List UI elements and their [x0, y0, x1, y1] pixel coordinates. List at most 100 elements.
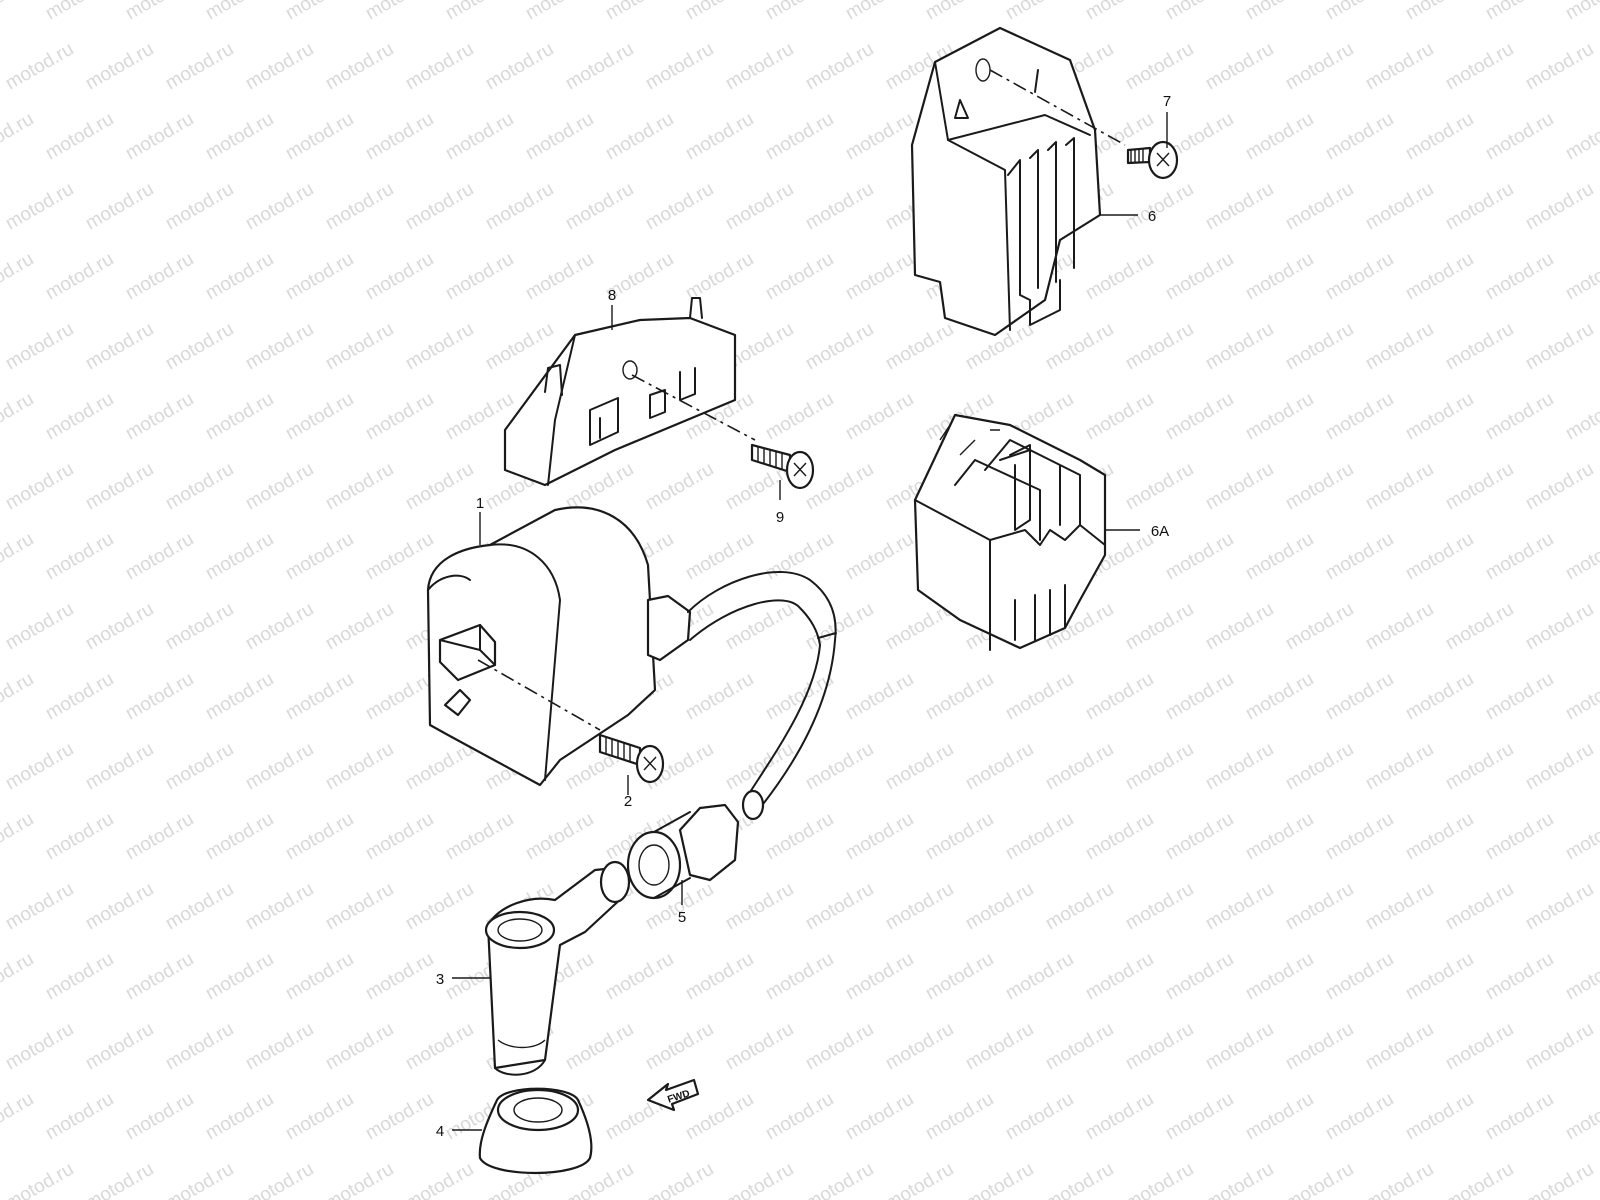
- watermark-text: motod.ru: [1122, 319, 1197, 375]
- watermark-text: motod.ru: [442, 0, 517, 24]
- ignition-coil-part-1: [426, 506, 837, 821]
- watermark-text: motod.ru: [1002, 669, 1077, 725]
- watermark-text: motod.ru: [922, 809, 997, 865]
- watermark-text: motod.ru: [1202, 1019, 1277, 1075]
- watermark-text: motod.ru: [82, 319, 157, 375]
- watermark-text: motod.ru: [682, 669, 757, 725]
- watermark-text: motod.ru: [722, 1159, 797, 1200]
- watermark-text: motod.ru: [1082, 249, 1157, 305]
- watermark-text: motod.ru: [322, 879, 397, 935]
- watermark-text: motod.ru: [562, 179, 637, 235]
- watermark-text: motod.ru: [0, 249, 37, 305]
- watermark-text: motod.ru: [1522, 39, 1597, 95]
- watermark-text: motod.ru: [322, 459, 397, 515]
- watermark-text: motod.ru: [922, 669, 997, 725]
- watermark-text: motod.ru: [1562, 809, 1600, 865]
- watermark-text: motod.ru: [1562, 109, 1600, 165]
- watermark-text: motod.ru: [42, 669, 117, 725]
- watermark-text: motod.ru: [1082, 669, 1157, 725]
- watermark-text: motod.ru: [1122, 459, 1197, 515]
- watermark-text: motod.ru: [482, 39, 557, 95]
- watermark-text: motod.ru: [122, 1089, 197, 1145]
- watermark-text: motod.ru: [1322, 809, 1397, 865]
- watermark-text: motod.ru: [1522, 599, 1597, 655]
- watermark-text: motod.ru: [82, 459, 157, 515]
- watermark-text: motod.ru: [1002, 0, 1077, 24]
- watermark-text: motod.ru: [362, 529, 437, 585]
- watermark-text: motod.ru: [1362, 319, 1437, 375]
- watermark-text: motod.ru: [1162, 529, 1237, 585]
- watermark-text: motod.ru: [1242, 669, 1317, 725]
- watermark-text: motod.ru: [1522, 319, 1597, 375]
- watermark-text: motod.ru: [1402, 949, 1477, 1005]
- watermark-text: motod.ru: [0, 0, 37, 24]
- callout-4: 4: [436, 1123, 444, 1140]
- watermark-text: motod.ru: [1202, 459, 1277, 515]
- watermark-text: motod.ru: [962, 1159, 1037, 1200]
- watermark-text: motod.ru: [1442, 459, 1517, 515]
- watermark-text: motod.ru: [1322, 529, 1397, 585]
- plug-cap-part-3: [484, 860, 631, 1076]
- watermark-text: motod.ru: [1482, 0, 1557, 24]
- callout-8: 8: [608, 287, 616, 304]
- watermark-text: motod.ru: [202, 249, 277, 305]
- watermark-text: motod.ru: [282, 669, 357, 725]
- watermark-text: motod.ru: [762, 109, 837, 165]
- watermark-text: motod.ru: [1202, 39, 1277, 95]
- watermark-text: motod.ru: [722, 599, 797, 655]
- watermark-text: motod.ru: [1522, 179, 1597, 235]
- watermark-text: motod.ru: [1162, 249, 1237, 305]
- watermark-text: motod.ru: [442, 109, 517, 165]
- watermark-text: motod.ru: [1522, 879, 1597, 935]
- watermark-text: motod.ru: [122, 109, 197, 165]
- watermark-text: motod.ru: [1522, 459, 1597, 515]
- watermark-text: motod.ru: [282, 1089, 357, 1145]
- watermark-text: motod.ru: [2, 599, 77, 655]
- watermark-text: motod.ru: [362, 389, 437, 445]
- watermark-text: motod.ru: [762, 389, 837, 445]
- watermark-text: motod.ru: [802, 879, 877, 935]
- watermark-text: motod.ru: [402, 459, 477, 515]
- watermark-text: motod.ru: [962, 1019, 1037, 1075]
- watermark-text: motod.ru: [402, 39, 477, 95]
- callout-9: 9: [776, 509, 784, 526]
- watermark-text: motod.ru: [162, 739, 237, 795]
- watermark-text: motod.ru: [882, 879, 957, 935]
- callout-6a: 6A: [1151, 523, 1169, 540]
- watermark-text: motod.ru: [1122, 39, 1197, 95]
- watermark-text: motod.ru: [202, 0, 277, 24]
- watermark-text: motod.ru: [1482, 529, 1557, 585]
- watermark-text: motod.ru: [1162, 1089, 1237, 1145]
- watermark-text: motod.ru: [802, 39, 877, 95]
- watermark-text: motod.ru: [202, 949, 277, 1005]
- watermark-text: motod.ru: [1202, 599, 1277, 655]
- watermark-text: motod.ru: [1562, 389, 1600, 445]
- watermark-text: motod.ru: [402, 319, 477, 375]
- watermark-text: motod.ru: [202, 809, 277, 865]
- watermark-text: motod.ru: [882, 1019, 957, 1075]
- watermark-text: motod.ru: [1322, 249, 1397, 305]
- callout-3: 3: [436, 971, 444, 988]
- watermark-text: motod.ru: [1002, 809, 1077, 865]
- watermark-text: motod.ru: [0, 389, 37, 445]
- watermark-text: motod.ru: [842, 249, 917, 305]
- watermark-text: motod.ru: [1562, 1089, 1600, 1145]
- watermark-text: motod.ru: [1202, 319, 1277, 375]
- watermark-text: motod.ru: [1482, 949, 1557, 1005]
- watermark-text: motod.ru: [682, 109, 757, 165]
- watermark-text: motod.ru: [1322, 109, 1397, 165]
- watermark-text: motod.ru: [842, 0, 917, 24]
- watermark-text: motod.ru: [202, 669, 277, 725]
- watermark-text: motod.ru: [82, 39, 157, 95]
- watermark-text: motod.ru: [522, 0, 597, 24]
- watermark-text: motod.ru: [162, 879, 237, 935]
- watermark-text: motod.ru: [1202, 1159, 1277, 1200]
- watermark-text: motod.ru: [722, 1019, 797, 1075]
- watermark-text: motod.ru: [1362, 739, 1437, 795]
- watermark-text: motod.ru: [682, 0, 757, 24]
- watermark-text: motod.ru: [722, 879, 797, 935]
- watermark-text: motod.ru: [282, 949, 357, 1005]
- watermark-text: motod.ru: [522, 109, 597, 165]
- watermark-text: motod.ru: [1562, 669, 1600, 725]
